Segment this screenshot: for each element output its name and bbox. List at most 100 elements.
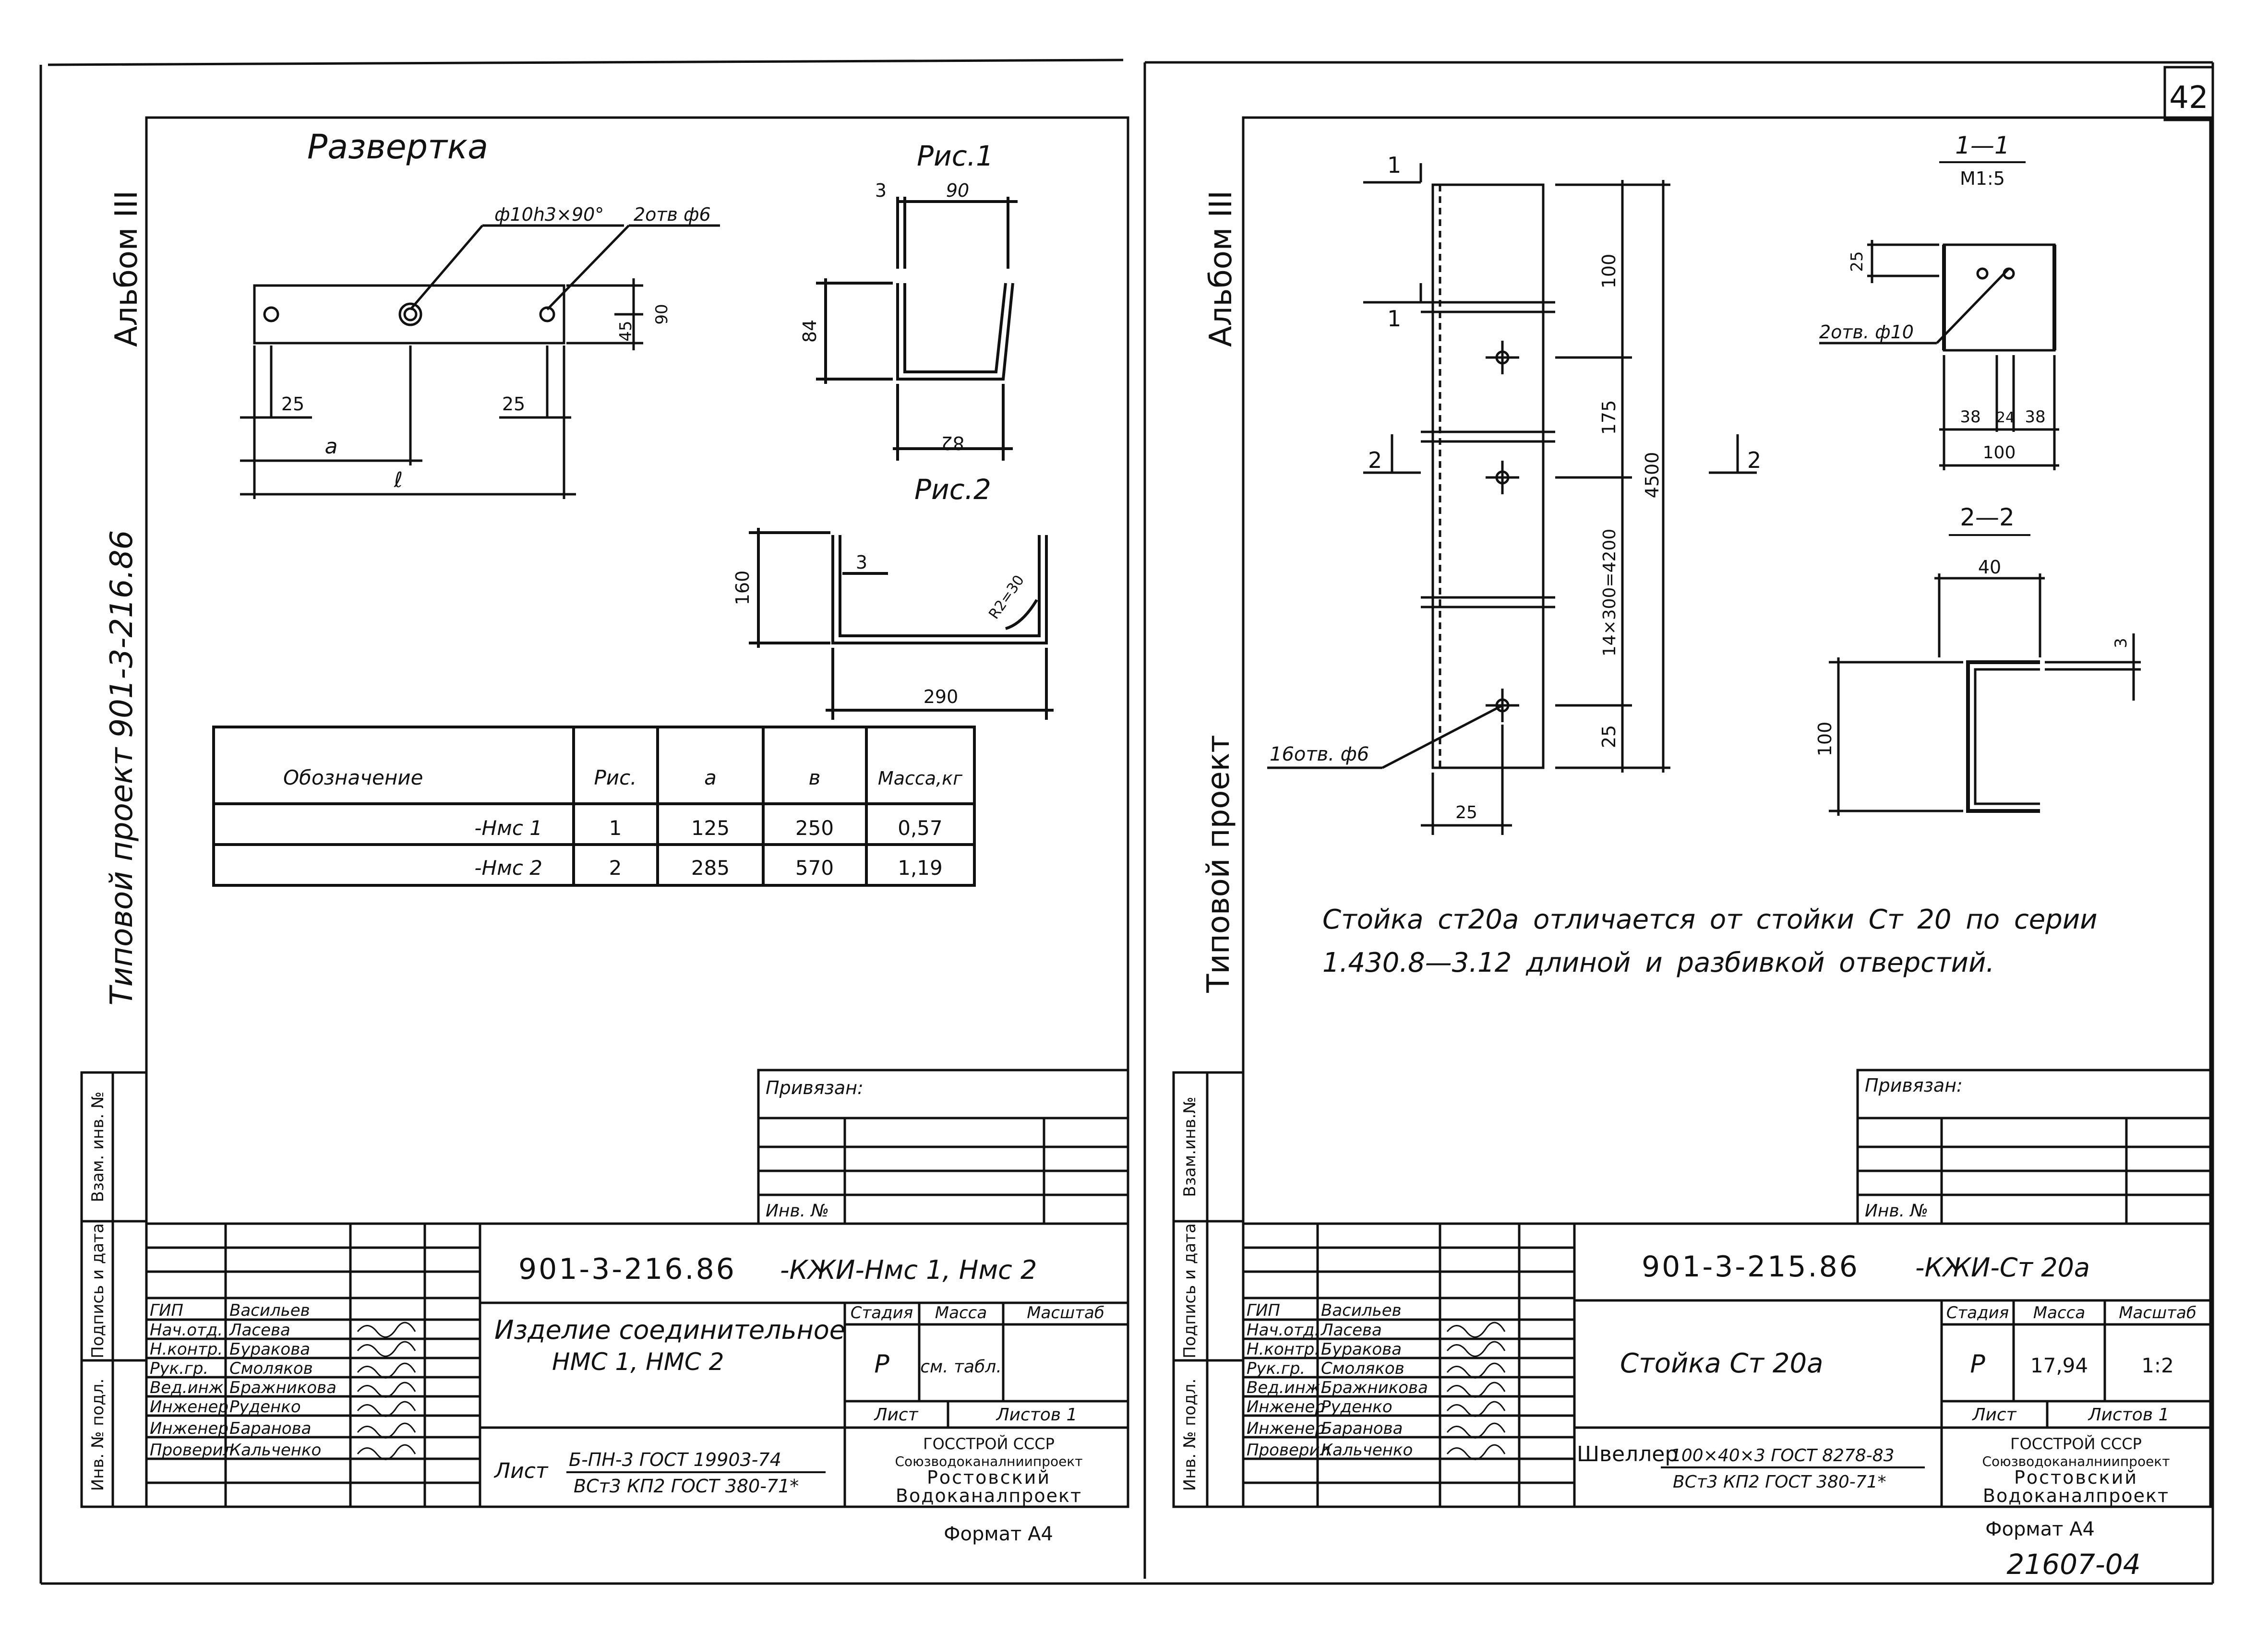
masshtab-value: 1:2: [2141, 1354, 2174, 1377]
staff-name: Ласева: [228, 1321, 290, 1340]
section-mark-1b: 1: [1387, 306, 1401, 332]
staff-role: ГИП: [1247, 1301, 1280, 1320]
staff-name: Баранова: [1321, 1419, 1403, 1438]
org-line-4: Водоканалпроект: [896, 1485, 1082, 1506]
staff-role: Рук.гр.: [150, 1359, 208, 1378]
table-header-mass: Масса,кг: [878, 768, 963, 789]
staff-role: Инженер: [150, 1419, 228, 1438]
staff-name: Руденко: [229, 1397, 301, 1417]
table-cell: 570: [795, 856, 834, 880]
listov-header: Листов 1: [996, 1405, 1078, 1425]
album-label: Альбом III: [109, 191, 144, 347]
staff-role: Вед.инж.: [150, 1378, 228, 1397]
doc-code: 901-3-216.86: [518, 1252, 736, 1286]
s11-dim-24: 24: [1996, 409, 2015, 426]
staff-name: Бражникова: [1321, 1378, 1428, 1397]
staff-role: Инженер: [1247, 1397, 1325, 1417]
privyazan-block: [757, 1069, 1129, 1225]
signatures: [1446, 1322, 1506, 1460]
item-subtitle: НМС 1, НМС 2: [552, 1348, 724, 1376]
dim-a: a: [325, 434, 338, 459]
staff-name: Кальченко: [229, 1441, 321, 1460]
doc-suffix: -КЖИ-Нмс 1, Нмс 2: [780, 1255, 1037, 1285]
dim-175: 175: [1598, 400, 1620, 435]
staff-role: Инженер: [1247, 1419, 1325, 1438]
s22-dim-3: 3: [2112, 638, 2131, 648]
org-line-1: ГОССТРОЙ СССР: [2010, 1435, 2142, 1453]
material-line-1: 100×40×3 ГОСТ 8278-83: [1670, 1446, 1895, 1465]
staff-name: Смоляков: [1321, 1359, 1404, 1378]
dim-25-left: 25: [281, 393, 304, 415]
table-header-designation: Обозначение: [283, 766, 423, 789]
page-number: 42: [2169, 80, 2208, 116]
dim-4500: 4500: [1642, 452, 1663, 499]
staff-name: Бражникова: [229, 1378, 336, 1397]
section-mark-2b: 2: [1747, 447, 1761, 473]
massa-header: Масса: [2033, 1303, 2085, 1322]
list-header: Лист: [1971, 1405, 2016, 1425]
ris1-dim-82: 82: [941, 432, 964, 453]
inv-no-label: Инв. №: [1865, 1201, 1928, 1221]
material-line-2: ВСт3 КП2 ГОСТ 380-71*: [1673, 1472, 1886, 1492]
table-cell: 1,19: [898, 856, 943, 880]
ris1-dim-84: 84: [799, 320, 820, 343]
dim-25-right: 25: [502, 393, 525, 415]
dim-l: ℓ: [394, 468, 403, 492]
section-2-2: [1966, 660, 2040, 813]
s11-dim-100: 100: [1983, 443, 2016, 463]
side-podpis: Подпись и дата: [1180, 1223, 1200, 1358]
dim-100: 100: [1598, 254, 1620, 289]
privyazan-label: Привязан:: [1865, 1075, 1963, 1096]
razvertka-plate: [240, 224, 720, 499]
masshtab-header: Масштаб: [2119, 1303, 2196, 1322]
org-line-2: Союзводоканалниипроект: [895, 1453, 1082, 1469]
section-mark-1: 1: [1387, 152, 1401, 178]
note-line-1: Стойка ст20а отличается от стойки Ст 20 …: [1322, 904, 2098, 935]
holes-note: 16отв. ф6: [1270, 743, 1369, 765]
staff-name: Буракова: [229, 1340, 310, 1359]
dim-14x300: 14×300=4200: [1600, 529, 1620, 656]
title-block: [146, 1222, 1128, 1507]
table-header-a: a: [704, 766, 717, 789]
org-line-4: Водоканалпроект: [1983, 1485, 2169, 1506]
s11-holes: 2отв. ф10: [1819, 322, 1914, 343]
staff-name: Кальченко: [1321, 1441, 1413, 1460]
stadia-header: Стадия: [851, 1303, 913, 1322]
item-title: Изделие соединительное: [494, 1315, 845, 1345]
massa-value: см. табл.: [920, 1357, 1002, 1377]
staff-name: Руденко: [1321, 1397, 1392, 1417]
hole-note-1: ф10h3×90°: [494, 204, 604, 225]
staff-name: Ласева: [1320, 1321, 1382, 1340]
dim-25-v: 25: [1598, 725, 1620, 748]
stoyka-elevation: [1267, 163, 1757, 835]
staff-role: Проверил: [150, 1441, 233, 1460]
s11-dim-38b: 38: [2025, 407, 2045, 427]
table-cell: 250: [795, 816, 834, 840]
staff-role: Рук.гр.: [1247, 1359, 1305, 1378]
list-header: Лист: [873, 1405, 918, 1425]
staff-role: Инженер: [150, 1397, 228, 1417]
table-header-ris: Рис.: [594, 766, 636, 789]
s11-dim-25: 25: [1848, 251, 1867, 272]
staff-name: Баранова: [229, 1419, 311, 1438]
org-line-3: Ростовский: [927, 1467, 1051, 1488]
sheet-border: [39, 59, 2214, 1585]
listov-header: Листов 1: [2088, 1405, 2170, 1425]
staff-role: Проверил: [1247, 1441, 1330, 1460]
inv-no-label: Инв. №: [766, 1201, 829, 1221]
ris2-dim-290: 290: [924, 686, 959, 707]
footer-code: 21607-04: [2006, 1548, 2140, 1581]
side-inv-podl: Инв. № подл.: [1180, 1379, 1200, 1491]
stadia-value: Р: [874, 1350, 889, 1379]
s22-dim-100: 100: [1814, 722, 1836, 757]
side-inv-vzam: Взам. инв. №: [88, 1092, 108, 1203]
right-sheet: Альбом III Типовой проект Взам.инв.№ Под…: [1172, 116, 2212, 1540]
section-mark-2: 2: [1368, 447, 1382, 473]
staff-name: Васильев: [1321, 1301, 1402, 1320]
album-label: Альбом III: [1203, 191, 1239, 347]
material-label: Швеллер: [1577, 1442, 1678, 1466]
dim-45: 45: [616, 321, 636, 341]
staff-list: ГИП Васильев Нач.отд. Ласева Н.контр. Бу…: [150, 1301, 336, 1460]
s11-dim-38a: 38: [1960, 407, 1980, 427]
